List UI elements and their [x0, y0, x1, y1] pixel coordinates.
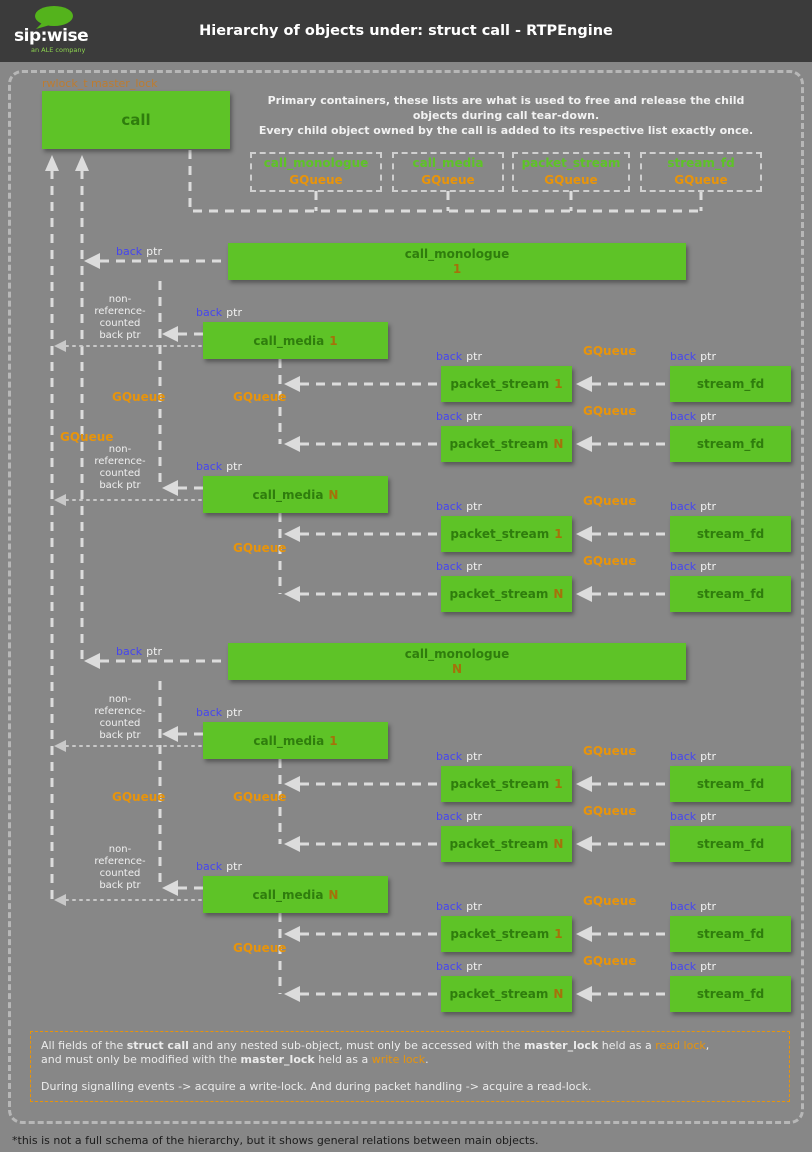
sipwise-logo: sip:wise an ALE company [14, 3, 110, 59]
gqueue-label: GQueue [583, 404, 637, 418]
legend-stream-fd: stream_fd GQueue [640, 152, 762, 192]
gqueue-label: GQueue [583, 344, 637, 358]
gqueue-label: GQueue [583, 954, 637, 968]
node-stream-fd: stream_fd [670, 516, 791, 552]
gqueue-label: GQueue [112, 790, 166, 804]
legend-packet-stream: packet_stream GQueue [512, 152, 630, 192]
node-stream-fd: stream_fd [670, 826, 791, 862]
node-call-monologue-n: call_monologue N [228, 643, 686, 680]
gqueue-label: GQueue [233, 941, 287, 955]
intro-text: Primary containers, these lists are what… [246, 93, 766, 138]
intro-line-2: Every child object owned by the call is … [258, 124, 754, 137]
locking-note-paragraph-1: All fields of the struct call and any ne… [41, 1039, 710, 1066]
gqueue-label: GQueue [583, 554, 637, 568]
logo-text: sip:wise [14, 26, 89, 46]
master-lock-label: rwlock_t master_lock [42, 77, 158, 90]
read-lock-link[interactable]: read lock [655, 1039, 706, 1052]
intro-line-1: Primary containers, these lists are what… [267, 94, 745, 122]
node-stream-fd: stream_fd [670, 576, 791, 612]
logo-subtext: an ALE company [31, 46, 86, 54]
node-stream-fd: stream_fd [670, 766, 791, 802]
legend-call-monologue: call_monologue GQueue [250, 152, 382, 192]
gqueue-label: GQueue [233, 790, 287, 804]
diagram-frame [8, 70, 804, 1124]
gqueue-label: GQueue [233, 390, 287, 404]
gqueue-label: GQueue [583, 744, 637, 758]
gqueue-label: GQueue [112, 390, 166, 404]
node-call: call [42, 91, 230, 149]
node-stream-fd: stream_fd [670, 366, 791, 402]
locking-note-paragraph-2: During signalling events -> acquire a wr… [41, 1080, 592, 1093]
page-title: Hierarchy of objects under: struct call … [199, 23, 613, 39]
gqueue-label: GQueue [583, 804, 637, 818]
node-stream-fd: stream_fd [670, 976, 791, 1012]
header-bar: sip:wise an ALE company Hierarchy of obj… [0, 0, 812, 62]
speech-bubble-icon [35, 6, 73, 29]
locking-note: All fields of the struct call and any ne… [30, 1031, 790, 1102]
write-lock-link[interactable]: write lock [371, 1053, 426, 1066]
node-stream-fd: stream_fd [670, 426, 791, 462]
gqueue-label: GQueue [583, 494, 637, 508]
legend-call-media: call_media GQueue [392, 152, 504, 192]
gqueue-label: GQueue [60, 430, 114, 444]
node-call-label: call [121, 111, 151, 129]
node-call-monologue-1: call_monologue 1 [228, 243, 686, 280]
gqueue-label: GQueue [233, 541, 287, 555]
footnote: *this is not a full schema of the hierar… [12, 1134, 539, 1147]
node-stream-fd: stream_fd [670, 916, 791, 952]
gqueue-label: GQueue [583, 894, 637, 908]
